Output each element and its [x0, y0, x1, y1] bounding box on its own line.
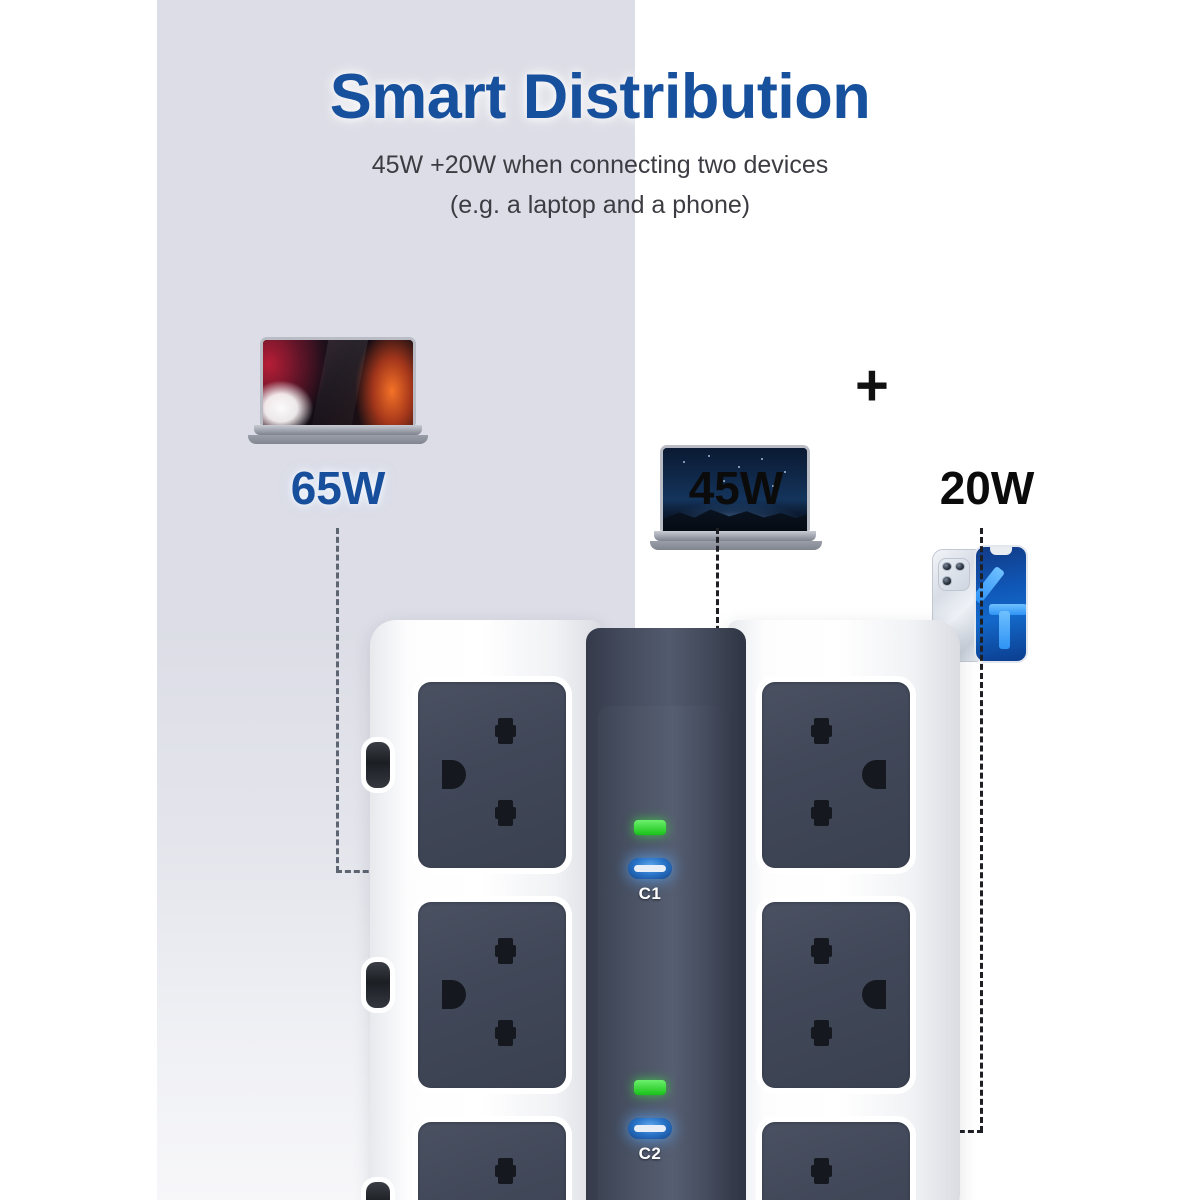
connector-20w-vertical [980, 528, 983, 1132]
phone-notch [990, 547, 1013, 555]
laptop-base [254, 425, 422, 435]
power-strip: C1 C2 [366, 620, 960, 1200]
led-indicator-c1 [634, 820, 666, 835]
outlet-ground-slot [442, 980, 466, 1009]
outlet-blade-slot [495, 718, 516, 744]
outlet-blade-slot [495, 1020, 516, 1046]
usb-c-label-c2: C2 [638, 1144, 662, 1163]
outlet-blade-slot [811, 718, 832, 744]
outlet-blade-slot [811, 1020, 832, 1046]
outlet-blade-slot [811, 938, 832, 964]
laptop-lid [660, 445, 810, 531]
laptop-screen-wallpaper [663, 448, 807, 531]
ac-outlet[interactable] [762, 1122, 910, 1200]
laptop-foot [650, 541, 822, 550]
outlet-blade-slot [495, 938, 516, 964]
wattage-label-45w: 45W [688, 462, 784, 514]
laptop-foot [248, 435, 428, 444]
camera-lens-icon [954, 561, 966, 572]
laptop-base [654, 531, 816, 541]
laptop-screen-wallpaper [263, 340, 413, 425]
plus-separator: + [855, 353, 889, 418]
camera-lens-icon [941, 576, 952, 586]
camera-lens-icon [941, 561, 952, 572]
ac-outlet[interactable] [418, 1122, 566, 1200]
outlet-blade-slot [811, 1158, 832, 1184]
ac-outlet[interactable] [762, 682, 910, 868]
laptop-lid [260, 337, 416, 425]
macbook-illustration [248, 337, 428, 445]
outlet-blade-slot [495, 1158, 516, 1184]
subtitle-line-1: 45W +20W when connecting two devices [371, 151, 829, 180]
connector-65w-vertical [336, 528, 339, 872]
usb-c-port-c1[interactable] [628, 858, 672, 879]
phone-front-display [974, 545, 1028, 663]
wattage-label-65w: 65W [290, 462, 386, 514]
header-block: Smart Distribution 45W +20W when connect… [0, 0, 1200, 225]
ac-outlet[interactable] [418, 902, 566, 1088]
side-button[interactable] [366, 962, 390, 1008]
ac-outlet[interactable] [418, 682, 566, 868]
outlet-ground-slot [862, 980, 886, 1009]
usb-c-label-c1: C1 [638, 884, 662, 903]
outlet-ground-slot [862, 760, 886, 789]
ac-outlet[interactable] [762, 902, 910, 1088]
page-subtitle: 45W +20W when connecting two devices (e.… [0, 146, 1200, 225]
outlet-blade-slot [811, 800, 832, 826]
outlet-blade-slot [495, 800, 516, 826]
usb-c-port-c2[interactable] [628, 1118, 672, 1139]
strip-center-panel [598, 706, 734, 1200]
page-title: Smart Distribution [329, 62, 871, 132]
camera-plate [938, 557, 971, 592]
subtitle-line-2: (e.g. a laptop and a phone) [449, 190, 751, 219]
side-button[interactable] [366, 742, 390, 788]
side-button[interactable] [366, 1182, 390, 1200]
led-indicator-c2 [634, 1080, 666, 1095]
outlet-ground-slot [442, 760, 466, 789]
laptop-illustration [650, 445, 822, 553]
wattage-label-20w: 20W [939, 462, 1035, 514]
